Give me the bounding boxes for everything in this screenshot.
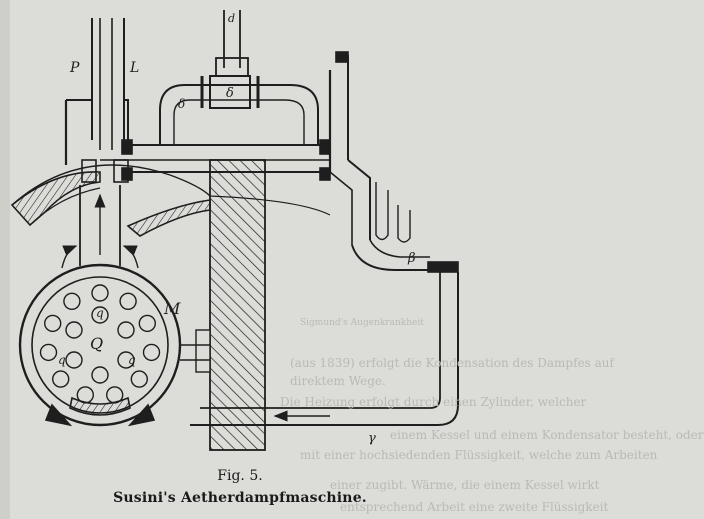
boiler-foot-right <box>127 403 156 427</box>
bleed-through-4: Die Heizung erfolgt durch einen Zylinder… <box>280 395 587 409</box>
boiler-tube-2 <box>117 351 135 369</box>
pipe-d-flange <box>215 57 249 77</box>
bleed-through-5: einem Kessel und einem Kondensator beste… <box>390 428 704 442</box>
u-tube-2 <box>397 205 411 243</box>
tube-array-Q <box>39 284 161 404</box>
housing-top-right <box>124 99 129 145</box>
boiler-tube-9 <box>142 343 161 362</box>
label-q-top: q <box>96 306 104 320</box>
condenser-lower-inner <box>329 171 353 245</box>
flow-arrow-right <box>122 245 139 269</box>
bleed-through-8: entsprechend Arbeit eine zweite Flüssigk… <box>340 500 609 514</box>
boiler-tube-16 <box>63 292 81 310</box>
label-d: d <box>228 12 235 25</box>
figure-title: Susini's Aetherdampfmaschine. <box>113 490 367 506</box>
machine-drawing <box>10 10 459 451</box>
boiler-tube-5 <box>65 321 83 339</box>
boiler-tube-10 <box>130 370 149 388</box>
page-edge <box>0 0 10 519</box>
pipe-flange-right-2 <box>319 167 331 181</box>
label-M: M <box>163 299 181 318</box>
flange-left <box>81 159 97 183</box>
return-pipe-inner <box>200 272 441 409</box>
furnace-arch-right <box>126 199 211 237</box>
label-delta: δ <box>226 86 234 101</box>
diagram-svg: P L d δ δ M Q q q q β γ <box>0 0 459 519</box>
masonry-wall <box>209 159 266 451</box>
boiler-foot-left <box>44 403 73 427</box>
boiler-tube-7 <box>119 292 137 310</box>
label-gamma: γ <box>368 431 376 446</box>
pipe-flange-left <box>121 139 133 155</box>
pipe-flange-right <box>319 139 331 155</box>
bleed-through-2: (aus 1839) erfolgt die Kondensation des … <box>290 356 614 370</box>
label-q-left: q <box>58 353 66 367</box>
return-pipe-outer <box>190 272 459 426</box>
u-tube-1 <box>375 182 389 241</box>
return-flange-top <box>427 261 459 273</box>
furnace-arch-hatching <box>10 171 101 227</box>
boiler-tube-4 <box>65 351 83 369</box>
bypass-pipe-inner <box>173 99 305 145</box>
label-q-right: q <box>128 353 136 367</box>
labels: P L d δ δ M Q q q q β γ <box>58 12 416 446</box>
bypass-pipe-outer <box>159 84 319 145</box>
boiler-tube-13 <box>52 370 70 388</box>
label-P: P <box>69 60 80 76</box>
furnace-arch-inner <box>29 187 101 226</box>
furnace-arch-outer <box>11 164 211 206</box>
flow-arrow-left <box>61 245 78 269</box>
boiler-tube-14 <box>39 343 58 362</box>
condenser-base <box>351 244 430 271</box>
label-delta-small: δ <box>178 97 185 111</box>
condenser-lower <box>347 159 371 240</box>
bleed-through-1: Sigmund's Augenkrankheit <box>300 318 424 328</box>
label-Q: Q <box>90 334 103 353</box>
boiler-tube-15 <box>44 314 62 333</box>
boiler-tube-12 <box>76 386 95 404</box>
figure-number: Fig. 5. <box>217 468 263 484</box>
condenser-base-inner <box>369 239 430 258</box>
pipe-flange-left-2 <box>121 167 133 181</box>
bleed-through-6: mit einer hochsiedenden Flüssigkeit, wel… <box>300 448 658 462</box>
boiler-tube-11 <box>105 386 124 404</box>
bleed-through-3: direktem Wege. <box>290 374 386 388</box>
bleed-through-7: einer zugibt. Wärme, die einem Kessel wi… <box>330 478 600 492</box>
boiler-tube-6 <box>91 284 109 302</box>
condenser-flange <box>335 51 349 63</box>
boiler-tube-8 <box>138 314 157 333</box>
wall-recess <box>195 329 211 373</box>
label-beta: β <box>407 251 416 266</box>
boiler-tube-3 <box>91 366 109 384</box>
boiler-tube-0 <box>91 306 109 324</box>
boiler-tube-1 <box>117 321 135 339</box>
label-L: L <box>129 60 139 76</box>
